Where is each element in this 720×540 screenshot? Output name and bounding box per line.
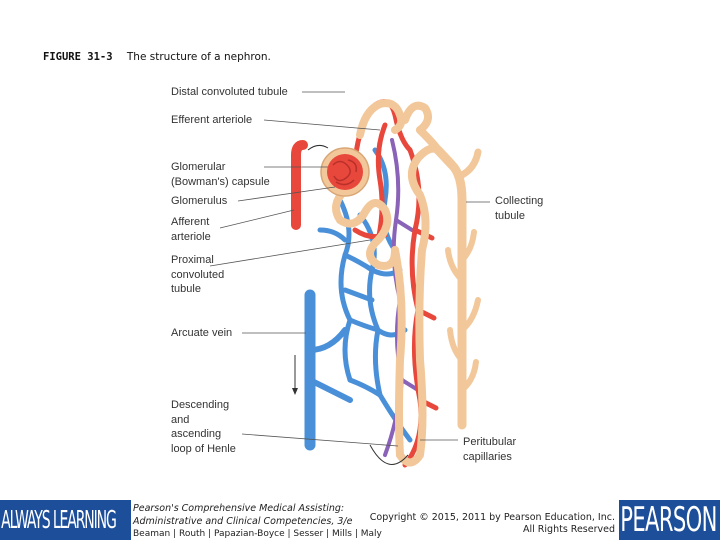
label-efferent-arteriole: Efferent arteriole: [171, 114, 253, 126]
credit-panel: Pearson's Comprehensive Medical Assistin…: [131, 500, 619, 540]
copyright-text: Copyright © 2015, 2011 by Pearson Educat…: [369, 512, 615, 523]
book-title-line-2: Administrative and Clinical Competencies…: [133, 516, 353, 527]
henle-arrow: [369, 444, 409, 465]
label-collecting-tubule: Collecting tubule: [495, 195, 544, 222]
glomerulus-loops: [332, 159, 358, 186]
arcuate-arrow-head: [292, 388, 298, 395]
label-proximal-tubule: Proximal convoluted tubule: [171, 254, 225, 295]
always-learning-logo: ALWAYS LEARNING: [0, 500, 117, 540]
footer-bar: ALWAYS LEARNING Pearson's Comprehensive …: [0, 500, 720, 540]
nephron-diagram: [209, 91, 490, 468]
book-title-line-1: Pearson's Comprehensive Medical Assistin…: [133, 503, 345, 514]
collecting-tubule: [433, 145, 482, 430]
renal-tubule: [332, 99, 442, 467]
label-distal-tubule: Distal convoluted tubule: [171, 86, 288, 98]
figure-title: FIGURE 31-3 The structure of a nephron.: [43, 51, 271, 63]
afferent-arteriole: [291, 140, 308, 230]
label-glomerulus: Glomerulus: [171, 195, 228, 207]
pearson-logo: PEARSON: [619, 500, 720, 540]
rights-text: All Rights Reserved: [523, 524, 615, 535]
pearson-logo-text: PEARSON: [620, 500, 717, 540]
leader-lines: [209, 91, 490, 447]
book-authors: Beaman | Routh | Papazian-Boyce | Sesser…: [133, 529, 382, 539]
label-loop-of-henle: Descending and ascending loop of Henle: [171, 399, 236, 455]
label-glomerular-capsule: Glomerular (Bowman's) capsule: [171, 161, 270, 188]
afferent-arrow: [307, 144, 329, 151]
label-afferent-arteriole: Afferent arteriole: [171, 216, 211, 243]
figure-number: FIGURE 31-3: [43, 51, 113, 63]
arcuate-vein: [304, 289, 353, 451]
figure-caption: The structure of a nephron.: [126, 51, 271, 63]
label-arcuate-vein: Arcuate vein: [171, 327, 233, 339]
label-peritubular-capillaries: Peritubular capillaries: [463, 436, 517, 463]
